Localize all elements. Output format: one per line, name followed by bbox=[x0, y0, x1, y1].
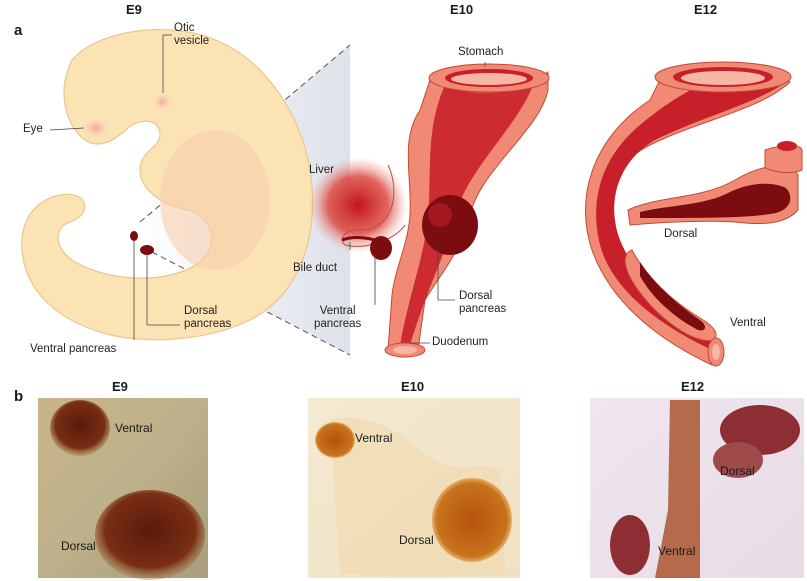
dorsal-e12-label: Dorsal bbox=[664, 228, 697, 241]
e12-stomach-ring-core bbox=[681, 71, 765, 85]
e12-header: E12 bbox=[694, 3, 717, 18]
ventral-pancreas-e10-label: Ventral pancreas bbox=[314, 305, 361, 331]
e12-duodenum-core bbox=[712, 344, 720, 360]
e9-photo-header: E9 bbox=[112, 380, 128, 395]
otic-vesicle-label: Otic vesicle bbox=[174, 22, 209, 48]
bile-duct-label: Bile duct bbox=[293, 262, 337, 275]
e10-header: E10 bbox=[450, 3, 473, 18]
stomach-label: Stomach bbox=[458, 46, 503, 59]
e9-body-shading bbox=[160, 130, 270, 270]
e12-dorsal-photo-label: Dorsal bbox=[720, 465, 755, 479]
e9-dorsal-stain bbox=[95, 490, 205, 580]
e9-dorsal-bud bbox=[140, 245, 154, 255]
duodenum-label: Duodenum bbox=[432, 336, 488, 349]
dorsal-pancreas-e9-label: Dorsal pancreas bbox=[184, 305, 231, 331]
e10-dorsal-bud-highlight bbox=[428, 203, 452, 227]
e10-dorsal-bud bbox=[422, 195, 478, 255]
dorsal-pancreas-e10-label: Dorsal pancreas bbox=[459, 290, 506, 316]
e12-ventral-photo-label: Ventral bbox=[658, 545, 695, 559]
e10-dorsal-photo-label: Dorsal bbox=[399, 534, 434, 548]
e10-dorsal-stain bbox=[432, 478, 512, 562]
e10-ventral-stain bbox=[315, 422, 355, 458]
ventral-pancreas-e9-label: Ventral pancreas bbox=[30, 343, 116, 356]
e12-ventral-stain bbox=[610, 515, 650, 575]
e10-photo-header: E10 bbox=[401, 380, 424, 395]
panel-a-letter: a bbox=[14, 22, 22, 39]
otic-vesicle-icon bbox=[152, 93, 172, 111]
eye-icon bbox=[82, 117, 110, 139]
panel-b-letter: b bbox=[14, 388, 23, 405]
e9-ventral-photo-label: Ventral bbox=[115, 422, 152, 436]
e10-duodenum-core bbox=[393, 346, 417, 354]
liver-label: Liver bbox=[309, 164, 334, 177]
eye-label: Eye bbox=[23, 123, 43, 136]
e9-ventral-bud bbox=[130, 231, 138, 241]
e9-dorsal-photo-label: Dorsal bbox=[61, 540, 96, 554]
e12-dorsal-tube-end bbox=[777, 141, 797, 151]
e12-photo-header: E12 bbox=[681, 380, 704, 395]
ventral-e12-label: Ventral bbox=[730, 317, 766, 330]
e9-ventral-stain bbox=[50, 400, 110, 456]
e10-ventral-photo-label: Ventral bbox=[355, 432, 392, 446]
e9-header: E9 bbox=[126, 3, 142, 18]
e10-stomach-ring-core bbox=[451, 73, 527, 85]
